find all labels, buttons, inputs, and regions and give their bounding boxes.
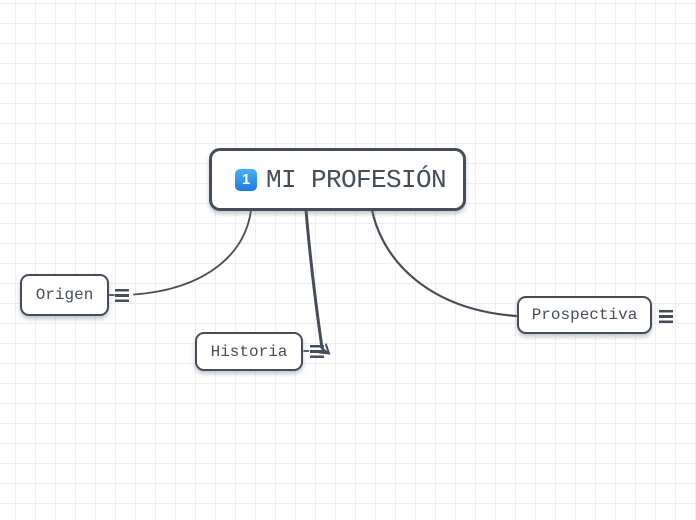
connector-root-origen <box>133 209 252 296</box>
node-menu-icon-historia[interactable] <box>310 345 324 358</box>
node-historia-label: Historia <box>210 342 288 361</box>
number-badge-icon[interactable]: 1 <box>235 168 257 191</box>
node-prospectiva[interactable]: Prospectiva <box>517 296 652 334</box>
node-root[interactable]: 1 MI PROFESIÓN <box>209 148 466 211</box>
node-root-label: MI PROFESIÓN <box>266 164 447 195</box>
node-origen[interactable]: Origen <box>20 274 109 316</box>
connector-root-prospectiva <box>370 208 518 318</box>
node-prospectiva-label: Prospectiva <box>531 306 638 324</box>
node-menu-icon-prospectiva[interactable] <box>659 310 673 323</box>
node-origen-label: Origen <box>35 286 94 304</box>
node-menu-icon-origen[interactable] <box>115 289 129 302</box>
connector-root-historia <box>304 208 324 350</box>
node-historia[interactable]: Historia <box>195 332 303 371</box>
